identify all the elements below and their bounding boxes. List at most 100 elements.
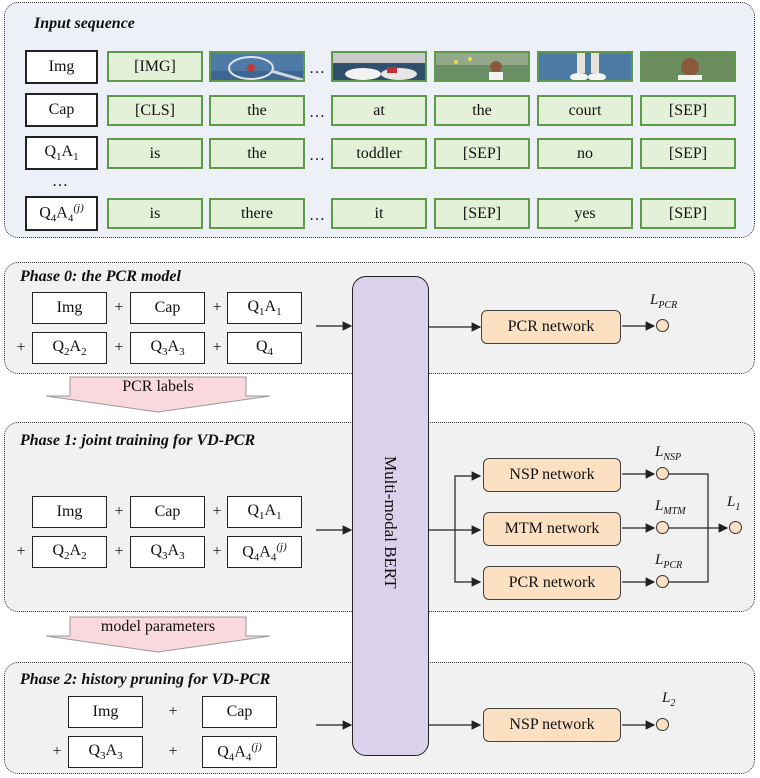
phase1-nsp-network: NSP network (483, 458, 621, 492)
phase1-pcr-loss-label: LPCR (655, 552, 682, 571)
phase0-plus-3: + (16, 339, 26, 356)
phase0-loss-sub: PCR (658, 300, 678, 311)
phase1-total-loss-label: L1 (727, 494, 740, 513)
row-label-q1a1: Q1A1 (25, 136, 98, 170)
phase1-input-q1a1-text: Q1A1 (247, 501, 282, 523)
phase1-nsp-loss-base: L (655, 444, 664, 460)
phase1-pcr-loss-node (656, 575, 669, 588)
phase1-input-q2a2: Q2A2 (32, 536, 107, 568)
token-q1a1-1: the (209, 138, 305, 169)
token-q4a4j-0: is (107, 198, 203, 229)
phase1-plus-5: + (212, 543, 222, 560)
phase1-pcr-network: PCR network (483, 566, 621, 600)
phase0-title: Phase 0: the PCR model (20, 268, 181, 285)
token-cap-3: the (434, 95, 530, 126)
phase1-mtm-loss-node (656, 521, 669, 534)
phase2-plus-2: + (52, 743, 62, 760)
phase1-nsp-loss-label: LNSP (655, 444, 681, 463)
phase0-plus-1: + (114, 299, 124, 316)
arrow-model-parameters-label: model parameters (100, 617, 216, 635)
image-patch-tennis-racket (209, 51, 305, 82)
token-q1a1-3: [SEP] (434, 138, 530, 169)
phase0-loss-label: LPCR (650, 292, 677, 311)
token-q4a4j-3: [SEP] (434, 198, 530, 229)
token-cap-0: [CLS] (107, 95, 203, 126)
row-label-cap: Cap (25, 93, 98, 127)
row-label-img: Img (25, 50, 98, 84)
phase1-pcr-loss-base: L (655, 552, 664, 568)
legs-image (539, 53, 631, 80)
token-cap-2: at (331, 95, 427, 126)
phase1-plus-4: + (114, 543, 124, 560)
tennis-racket-image (211, 53, 303, 80)
row-label-q1a1-text: Q1A1 (44, 142, 79, 164)
token-q4a4j-2: it (331, 198, 427, 229)
phase0-input-q4: Q4 (227, 332, 302, 364)
phase1-input-cap: Cap (130, 496, 205, 528)
phase0-input-img: Img (32, 292, 107, 324)
phase0-input-q3a3-text: Q3A3 (150, 337, 185, 359)
image-patch-legs (537, 51, 633, 82)
phase2-title: Phase 2: history pruning for VD-PCR (20, 671, 271, 688)
shoes-image (333, 53, 425, 80)
phase2-loss-node (656, 718, 669, 731)
phase2-loss-label: L2 (662, 690, 675, 709)
phase1-title: Phase 1: joint training for VD-PCR (20, 432, 256, 449)
row-label-q4a4j-text: Q4A4(j) (39, 202, 84, 225)
phase2-input-q3a3: Q3A3 (68, 736, 143, 768)
phase2-input-q4a4j-text: Q4A4(j) (217, 740, 262, 764)
multimodal-bert-block (352, 276, 429, 756)
phase0-plus-2: + (212, 299, 222, 316)
phase1-input-q3a3-text: Q3A3 (150, 541, 185, 563)
phase1-mtm-loss-label: LMTM (655, 498, 686, 517)
phase2-input-q4a4j: Q4A4(j) (202, 736, 277, 768)
arrow-pcr-labels-shape (45, 376, 271, 413)
token-cap-1: the (209, 95, 305, 126)
phase1-input-q4a4j-text: Q4A4(j) (242, 540, 287, 564)
phase1-input-q1a1: Q1A1 (227, 496, 302, 528)
phase1-pcr-loss-sub: PCR (663, 560, 683, 571)
token-cap-5: [SEP] (640, 95, 736, 126)
phase2-plus-3: + (168, 743, 178, 760)
phase1-nsp-loss-node (656, 467, 669, 480)
token-q4a4j-5: [SEP] (640, 198, 736, 229)
phase1-total-loss-sub: 1 (735, 502, 741, 513)
phase0-input-q1a1: Q1A1 (227, 292, 302, 324)
phase0-loss-node (656, 319, 669, 332)
token-q1a1-2: toddler (331, 138, 427, 169)
token-q4a4j-4: yes (537, 198, 633, 229)
phase1-total-loss-base: L (727, 494, 736, 510)
phase1-mtm-network: MTM network (483, 512, 621, 546)
phase1-mtm-loss-base: L (655, 498, 664, 514)
token-q1a1-0: is (107, 138, 203, 169)
phase1-input-q2a2-text: Q2A2 (52, 541, 87, 563)
phase1-total-loss-node (729, 521, 742, 534)
arrow-pcr-labels-label: PCR labels (122, 377, 194, 395)
phase1-input-img: Img (32, 496, 107, 528)
phase2-input-q3a3-text: Q3A3 (88, 741, 123, 763)
image-patch-shoes (331, 51, 427, 82)
row0-ellipsis: … (309, 60, 325, 77)
phase2-loss-base: L (662, 690, 671, 706)
phase0-plus-4: + (114, 339, 124, 356)
phase0-input-q2a2: Q2A2 (32, 332, 107, 364)
token-cap-4: court (537, 95, 633, 126)
token-q4a4j-1: there (209, 198, 305, 229)
image-patch-child-face (640, 51, 736, 82)
phase1-input-q4a4j: Q4A4(j) (227, 536, 302, 568)
row1-ellipsis: … (309, 104, 325, 121)
row3-ellipsis: … (309, 207, 325, 224)
phase1-plus-3: + (16, 543, 26, 560)
phase2-plus-1: + (168, 703, 178, 720)
phase0-plus-5: + (212, 339, 222, 356)
phase1-input-q3a3: Q3A3 (130, 536, 205, 568)
phase1-nsp-loss-sub: NSP (663, 452, 682, 463)
image-patch-child (434, 51, 530, 82)
phase2-nsp-network: NSP network (483, 708, 621, 742)
input-sequence-title: Input sequence (34, 15, 135, 32)
row2-ellipsis: … (309, 147, 325, 164)
phase0-input-q3a3: Q3A3 (130, 332, 205, 364)
phase0-input-q4-text: Q4 (255, 337, 274, 359)
token-img-0: [IMG] (107, 51, 203, 82)
